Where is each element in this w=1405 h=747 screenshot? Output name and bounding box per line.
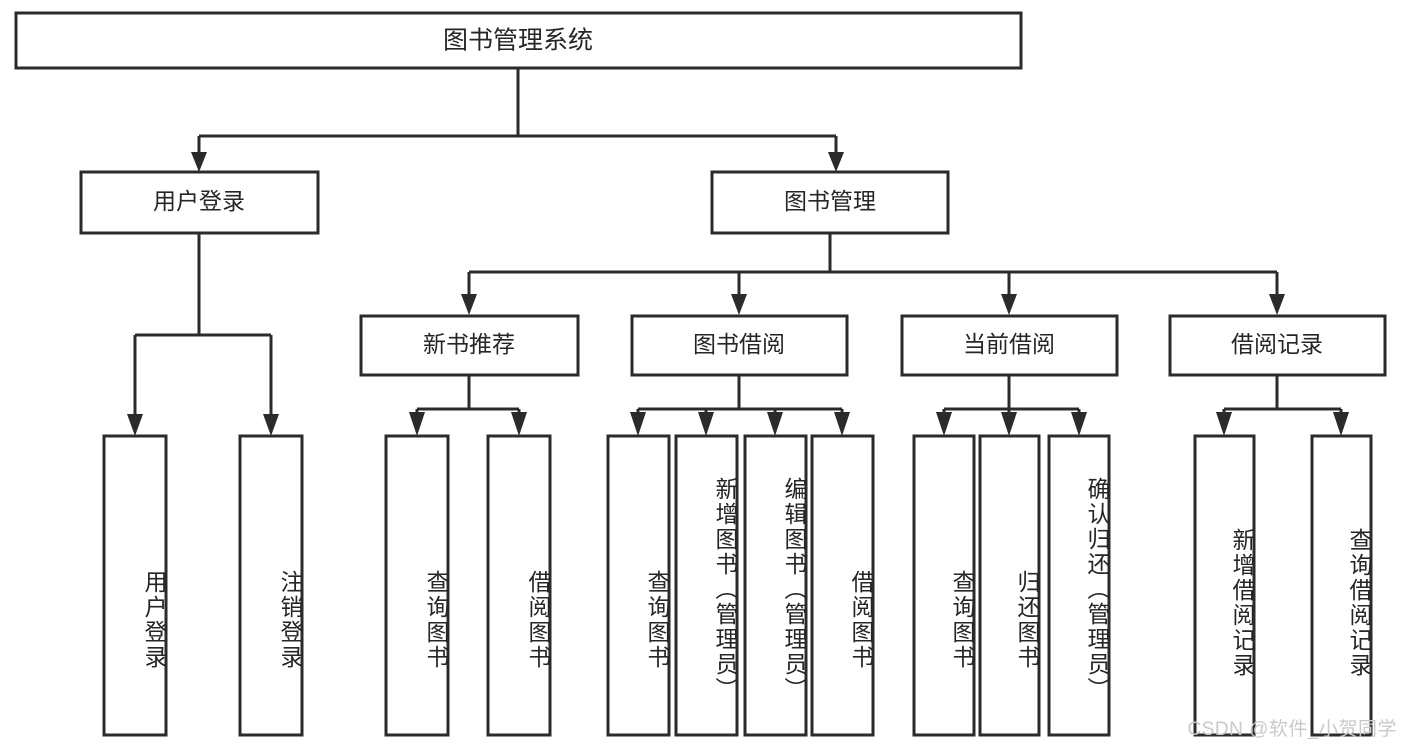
leaf-confirm-return[interactable] <box>1047 434 1111 737</box>
node-borrow-record-label: 借阅记录 <box>1231 331 1323 357</box>
connector-newbook-to-leaves <box>409 375 527 436</box>
node-new-book-recommend-label: 新书推荐 <box>423 331 515 357</box>
node-borrow-record[interactable]: 借阅记录 <box>1168 314 1387 377</box>
node-user-login[interactable]: 用户登录 <box>79 170 320 235</box>
connector-borrowrecord-to-leaves <box>1216 375 1349 436</box>
leaf-borrow-book-2[interactable] <box>810 434 875 737</box>
leaf-query-book-3[interactable] <box>912 434 976 737</box>
leaf-borrow-book-1[interactable] <box>486 434 552 737</box>
node-book-manage-label: 图书管理 <box>784 188 876 214</box>
connector-bookborrow-to-leaves <box>630 375 850 436</box>
leaf-logout-login[interactable] <box>238 434 304 737</box>
leaf-query-book-2[interactable] <box>606 434 671 737</box>
connector-currentborrow-to-leaves <box>936 375 1087 436</box>
leaf-user-login[interactable] <box>102 434 168 737</box>
leaf-query-record[interactable] <box>1310 434 1373 737</box>
connector-bookmanage-to-level3 <box>461 233 1285 315</box>
node-root[interactable]: 图书管理系统 <box>14 11 1023 70</box>
node-current-borrow-label: 当前借阅 <box>963 331 1055 357</box>
leaf-edit-book[interactable] <box>743 434 808 737</box>
node-root-label: 图书管理系统 <box>443 27 593 55</box>
leaf-add-book[interactable] <box>674 434 739 737</box>
node-current-borrow[interactable]: 当前借阅 <box>900 314 1119 377</box>
leaf-return-book[interactable] <box>978 434 1041 737</box>
connector-root-to-level2 <box>191 68 844 172</box>
node-book-borrow-label: 图书借阅 <box>693 331 785 357</box>
leaf-add-record[interactable] <box>1193 434 1256 737</box>
leaf-query-book-1[interactable] <box>384 434 450 737</box>
node-book-borrow[interactable]: 图书借阅 <box>630 314 849 377</box>
connector-userlogin-to-leaves <box>127 233 279 436</box>
csdn-watermark: CSDN @软件_小贺同学 <box>1187 719 1397 740</box>
node-new-book-recommend[interactable]: 新书推荐 <box>359 314 580 377</box>
node-book-manage[interactable]: 图书管理 <box>710 170 950 235</box>
node-user-login-label: 用户登录 <box>153 188 245 214</box>
